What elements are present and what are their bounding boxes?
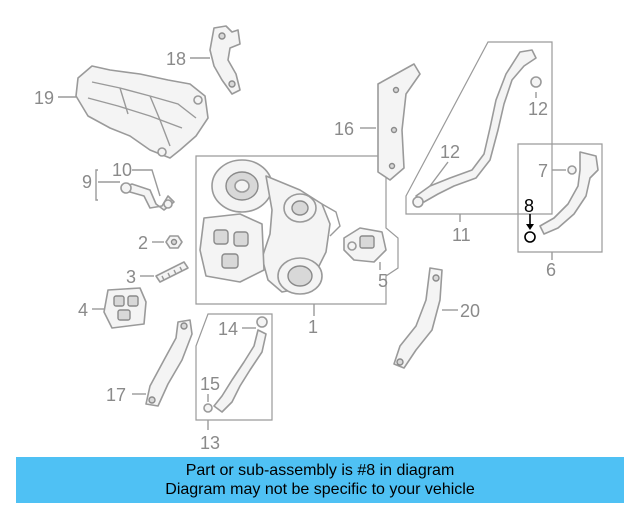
callout-20: 20 bbox=[460, 301, 480, 321]
callout-14: 14 bbox=[218, 319, 238, 339]
callout-19: 19 bbox=[34, 88, 54, 108]
callout-13: 13 bbox=[200, 433, 220, 453]
part-10-line[interactable] bbox=[120, 182, 175, 211]
info-banner: Part or sub-assembly is #8 in diagram Di… bbox=[16, 457, 624, 503]
part-2-nut[interactable] bbox=[165, 235, 183, 249]
callout-4: 4 bbox=[78, 300, 88, 320]
parts-diagram: 19 18 1 5 9 10 bbox=[34, 25, 603, 453]
callout-16: 16 bbox=[334, 119, 354, 139]
part-20-bracket[interactable] bbox=[393, 267, 443, 369]
part-16-heat-shield[interactable] bbox=[377, 63, 421, 181]
part-1-turbocharger[interactable] bbox=[199, 159, 341, 295]
part-8-o-ring[interactable]: 8 bbox=[524, 196, 536, 243]
callout-11: 11 bbox=[452, 225, 471, 245]
callout-5: 5 bbox=[378, 271, 388, 291]
part-5-actuator[interactable] bbox=[343, 227, 387, 263]
callout-1: 1 bbox=[308, 317, 318, 337]
callout-2: 2 bbox=[138, 233, 148, 253]
part-17-bracket[interactable] bbox=[145, 319, 193, 407]
callout-17: 17 bbox=[106, 385, 126, 405]
banner-line-2: Diagram may not be specific to your vehi… bbox=[165, 481, 475, 498]
part-6-line[interactable] bbox=[539, 151, 599, 235]
callout-10: 10 bbox=[112, 160, 132, 180]
callout-8: 8 bbox=[524, 196, 534, 216]
part-19-heat-shield[interactable] bbox=[75, 65, 209, 159]
callout-3: 3 bbox=[126, 267, 136, 287]
banner-line-1: Part or sub-assembly is #8 in diagram bbox=[185, 462, 455, 479]
part-4-gasket[interactable] bbox=[103, 287, 147, 329]
part-11-coolant-line[interactable] bbox=[412, 49, 542, 208]
part-18-bracket[interactable] bbox=[209, 25, 241, 95]
callout-18: 18 bbox=[166, 49, 186, 69]
callout-9: 9 bbox=[82, 172, 92, 192]
callout-12-a: 12 bbox=[528, 99, 548, 119]
part-3-stud[interactable] bbox=[155, 261, 189, 283]
callout-12-b: 12 bbox=[440, 142, 460, 162]
part-13-oil-line[interactable] bbox=[203, 316, 268, 413]
callout-6: 6 bbox=[546, 260, 556, 280]
callout-15: 15 bbox=[200, 374, 220, 394]
callout-7: 7 bbox=[538, 161, 548, 181]
